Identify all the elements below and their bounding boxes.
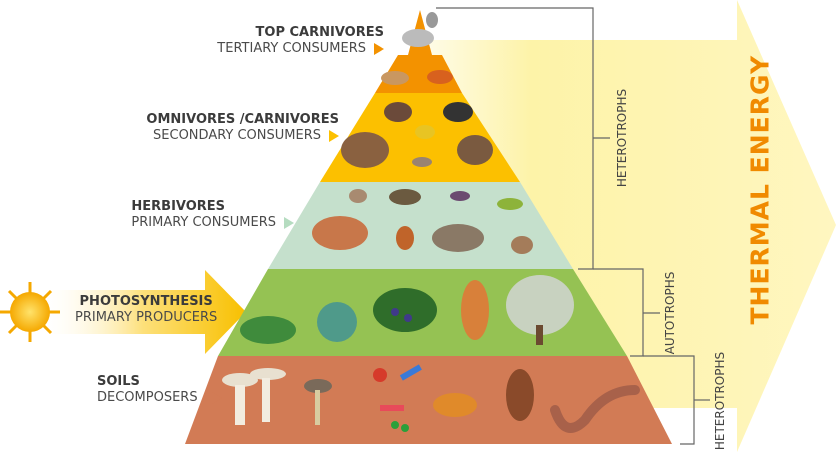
heterotrophs-lower-label: HETEROTROPHS xyxy=(713,351,727,451)
level-subtitle: PRIMARY CONSUMERS xyxy=(131,215,294,231)
pointer-arrow-icon xyxy=(211,391,222,404)
band-decomposers xyxy=(185,356,672,444)
pointer-arrow-icon xyxy=(284,216,294,229)
classification-brackets xyxy=(436,7,710,445)
decomposer-illustrations xyxy=(222,364,640,433)
level-title: PHOTOSYNTHESIS xyxy=(79,294,213,309)
photosynthesis-arrow xyxy=(40,270,246,354)
level-subtitle: SECONDARY CONSUMERS xyxy=(146,128,339,144)
sun-icon xyxy=(0,282,60,342)
omnivore-illustrations xyxy=(341,102,493,168)
level-title: SOILS xyxy=(97,374,140,389)
label-top-carnivores: TOP CARNIVORES TERTIARY CONSUMERS xyxy=(217,25,384,57)
level-subtitle: PRIMARY PRODUCERS xyxy=(75,310,218,325)
level-subtitle: TERTIARY CONSUMERS xyxy=(217,41,384,57)
herbivore-illustrations xyxy=(312,189,533,254)
label-decomposers: SOILS DECOMPOSERS xyxy=(97,374,222,406)
heterotrophs-upper-label: HETEROTROPHS xyxy=(615,88,629,188)
level-title: OMNIVORES /CARNIVORES xyxy=(146,112,339,127)
pointer-arrow-icon xyxy=(374,42,384,55)
pointer-arrow-icon xyxy=(329,129,339,142)
level-subtitle: DECOMPOSERS xyxy=(97,390,222,406)
carnivore-illustrations xyxy=(381,70,453,85)
level-title: TOP CARNIVORES xyxy=(255,25,384,40)
wolf-illustration xyxy=(402,12,438,47)
label-primary-producers: PHOTOSYNTHESIS PRIMARY PRODUCERS xyxy=(75,294,217,326)
label-primary-consumers: HERBIVORES PRIMARY CONSUMERS xyxy=(131,199,294,231)
thermal-energy-label: THERMAL ENERGY xyxy=(745,54,775,325)
autotrophs-label: AUTOTROPHS xyxy=(663,271,677,355)
level-title: HERBIVORES xyxy=(131,199,226,214)
plant-illustrations xyxy=(240,275,574,345)
label-secondary-consumers: OMNIVORES /CARNIVORES SECONDARY CONSUMER… xyxy=(146,112,339,144)
